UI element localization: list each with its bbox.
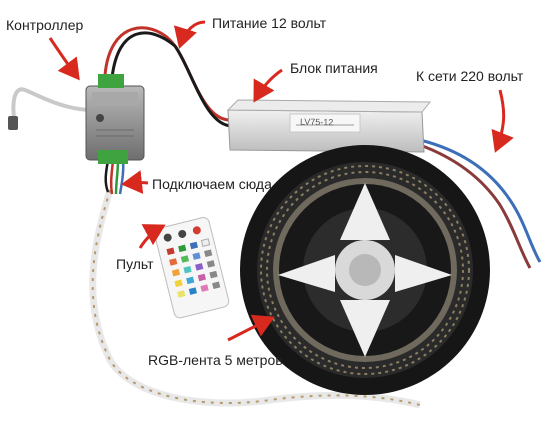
label-connect-here: Подключаем сюда bbox=[152, 176, 272, 192]
arrow-power-supply bbox=[253, 68, 283, 103]
wire-mains-brown bbox=[419, 143, 532, 269]
arrow-mains bbox=[491, 89, 514, 153]
led-strip-reel bbox=[240, 145, 490, 395]
label-remote: Пульт bbox=[116, 256, 154, 272]
label-power-supply: Блок питания bbox=[290, 60, 378, 76]
arrow-connect-here bbox=[121, 170, 149, 194]
arrow-rgb-strip bbox=[227, 314, 275, 342]
wire-mains-blue bbox=[419, 138, 542, 263]
power-supply-device bbox=[226, 99, 432, 153]
arrow-remote bbox=[138, 224, 166, 249]
controller-device bbox=[85, 74, 145, 164]
label-controller: Контроллер bbox=[6, 17, 84, 33]
arrow-controller bbox=[48, 37, 80, 81]
arrow-power-12v bbox=[173, 20, 206, 49]
power-supply-model-label: LV75-12 bbox=[299, 116, 334, 128]
remote-device bbox=[154, 217, 230, 319]
label-rgb-strip: RGB-лента 5 метров bbox=[148, 352, 283, 368]
label-power-12v: Питание 12 вольт bbox=[212, 15, 327, 31]
label-mains-220v: К сети 220 вольт bbox=[416, 68, 524, 84]
